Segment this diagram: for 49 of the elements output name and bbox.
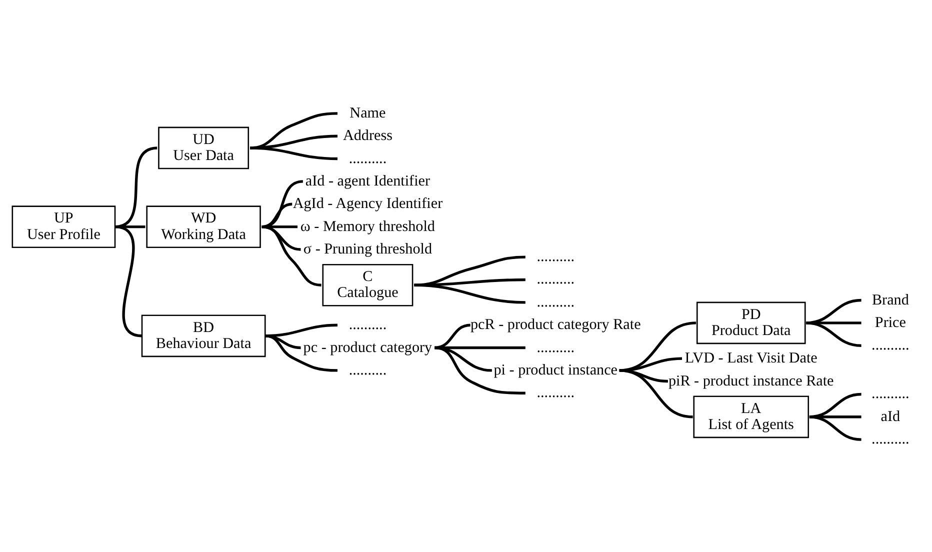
connector xyxy=(809,415,862,440)
node-box: WD Working Data xyxy=(146,205,261,248)
node-box: BD Behaviour Data xyxy=(141,314,266,357)
connector xyxy=(265,334,301,349)
node-text: pi - product instance xyxy=(494,362,618,378)
node-text: pc - product category xyxy=(303,339,432,356)
node-box: UP User Profile xyxy=(12,205,116,248)
node-text: .......... xyxy=(872,386,910,402)
connector xyxy=(262,224,322,286)
connector xyxy=(114,146,158,228)
node-text: .......... xyxy=(536,248,575,265)
connector xyxy=(434,346,526,394)
node-text: .......... xyxy=(872,337,910,354)
connector xyxy=(262,202,292,228)
node-text: σ - Pruning threshold xyxy=(303,240,432,257)
node-text: .......... xyxy=(348,362,387,378)
node-text: .......... xyxy=(348,150,387,166)
connector xyxy=(619,368,693,418)
node-box: C Catalogue xyxy=(322,263,414,306)
node-box: LA List of Agents xyxy=(693,395,809,438)
connector xyxy=(414,278,526,286)
connector xyxy=(414,283,526,304)
node-text: .......... xyxy=(348,316,387,333)
node-box: UD User Data xyxy=(158,126,250,169)
node-text: AgId - Agency Identifier xyxy=(292,196,443,212)
node-text: piR - product instance Rate xyxy=(668,372,834,389)
node-text: LVD - Last Visit Date xyxy=(684,350,818,366)
connector xyxy=(114,225,142,337)
node-text: .......... xyxy=(536,339,575,356)
node-text: .......... xyxy=(536,384,575,401)
node-text: .......... xyxy=(536,271,575,288)
node-text: Name xyxy=(350,104,386,121)
node-box: PD Product Data xyxy=(696,301,806,344)
node-text: Brand xyxy=(872,292,909,308)
node-text: aId xyxy=(880,408,900,424)
connector xyxy=(806,321,862,346)
node-text: ω - Memory threshold xyxy=(300,218,436,234)
connector xyxy=(434,323,470,349)
connector xyxy=(619,368,668,382)
node-text: .......... xyxy=(872,431,910,448)
connector xyxy=(250,146,338,160)
connector xyxy=(414,255,526,286)
node-text: .......... xyxy=(536,294,575,310)
node-text: pcR - product category Rate xyxy=(470,316,641,333)
connector xyxy=(262,180,304,228)
connector xyxy=(265,334,338,372)
node-text: Address xyxy=(342,128,392,144)
node-text: Price xyxy=(874,314,906,330)
node-text: aId - agent Identifier xyxy=(305,172,430,189)
